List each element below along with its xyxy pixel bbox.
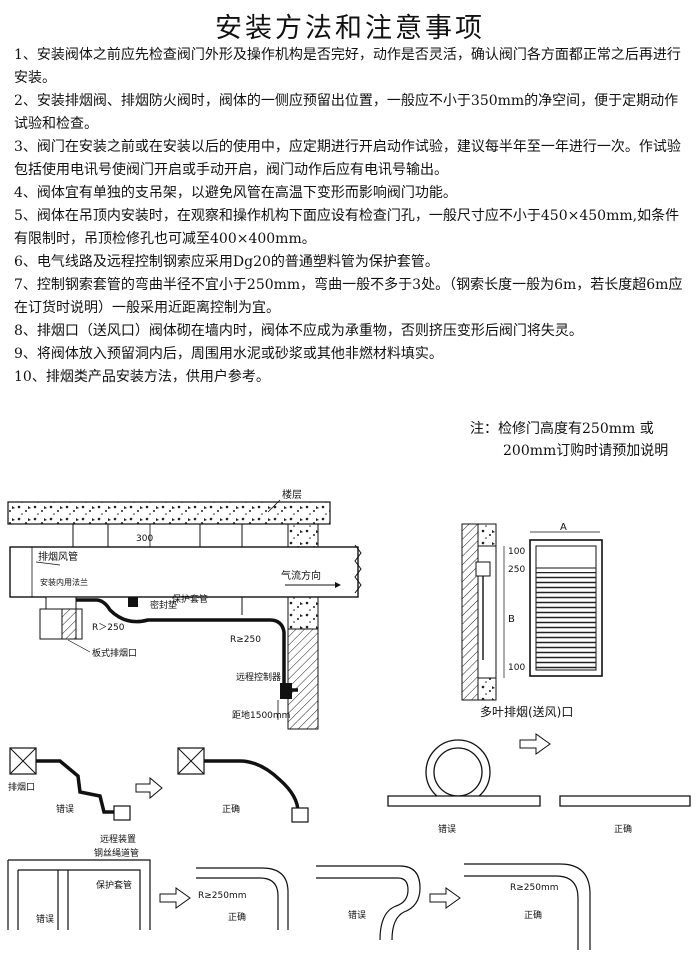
instruction-list: 1、安装阀体之前应先检查阀门外形及操作机构是否完好，动作是否灵活，确认阀门各方面… bbox=[14, 44, 686, 389]
access-door bbox=[535, 545, 597, 569]
note: 注：检修门高度有250mm 或 200mm订购时请预加说明 bbox=[470, 418, 690, 462]
example-row-2: 钢丝绳道管 保护套管 错误 R≥250mm 正确 错误 R≥250mm 正确 bbox=[7, 847, 591, 950]
seal-pad bbox=[128, 597, 138, 607]
seal-pad-label: 密封垫 bbox=[150, 599, 177, 611]
flange bbox=[45, 596, 77, 610]
radius-label-3: R≥250mm bbox=[198, 891, 247, 901]
dim-b: B bbox=[508, 614, 515, 625]
note-line: 注：检修门高度有250mm 或 bbox=[470, 421, 654, 437]
sleeve-right bbox=[204, 759, 300, 813]
outlet-hatch bbox=[61, 608, 77, 640]
distance-label: 距地1500mm bbox=[232, 709, 290, 721]
pipe-right-3 bbox=[196, 867, 289, 930]
louver-wall-bottom bbox=[477, 677, 497, 701]
pipe-right-4 bbox=[464, 863, 591, 950]
wrong-label-1: 错误 bbox=[56, 803, 74, 815]
wall-column-top bbox=[287, 523, 319, 548]
floor-label: 楼层 bbox=[282, 488, 302, 501]
flange-label: 安装内用法兰 bbox=[40, 577, 88, 587]
remote-outlet-label: 排烟口 bbox=[8, 781, 35, 793]
list-item: 1、安装阀体之前应先检查阀门外形及操作机构是否完好，动作是否灵活，确认阀门各方面… bbox=[14, 47, 681, 86]
right-label-3: 正确 bbox=[228, 911, 246, 923]
dim-100-bottom: 100 bbox=[508, 663, 525, 673]
list-item: 7、控制钢索套管的弯曲半径不宜小于250mm，弯曲一般不多于3处。（钢索长度一般… bbox=[14, 277, 683, 316]
actuator bbox=[475, 561, 491, 577]
example-row-1: 排烟口 错误 远程装置 正确 错误 正确 bbox=[8, 733, 691, 845]
remote-device-wrong bbox=[113, 805, 131, 821]
sleeve-wrong bbox=[36, 759, 116, 814]
outlet-label: 板式排烟口 bbox=[92, 647, 137, 659]
louver-slats bbox=[536, 572, 596, 670]
remote-device-label: 远程装置 bbox=[100, 833, 136, 845]
list-item: 8、排烟口（送风口）阀体砌在墙内时，阀体不应成为承重物，否则挤压变形后阀门将失灵… bbox=[14, 323, 583, 339]
right-label-4: 正确 bbox=[524, 909, 542, 921]
dim-a: A bbox=[560, 522, 567, 533]
cable-sleeve bbox=[76, 598, 298, 692]
list-item: 3、阀门在安装之前或在安装以后的使用中，应定期进行开启动作试验，建议每半年至一年… bbox=[14, 139, 681, 178]
right-label-2: 正确 bbox=[614, 823, 632, 835]
louver-wall-top bbox=[477, 523, 497, 547]
cable-pipe-label: 钢丝绳道管 bbox=[94, 847, 139, 859]
dim-250: 250 bbox=[508, 565, 525, 575]
list-item: 5、阀体在吊顶内安装时，在观察和操作机构下面应设有检查门孔，一般尺寸应不小于45… bbox=[14, 208, 680, 247]
radius-left: R＞250 bbox=[92, 623, 125, 633]
floor-slab bbox=[7, 501, 331, 525]
list-item: 4、阀体宜有单独的支吊架，以避免风管在高温下变形而影响阀门功能。 bbox=[14, 185, 457, 201]
remote-device-right bbox=[291, 807, 309, 823]
list-item: 6、电气线路及远程控制钢索应采用Dg20的普通塑料管为保护套管。 bbox=[14, 254, 439, 270]
dimension-300: 300 bbox=[136, 534, 153, 544]
wall-hatched bbox=[287, 628, 319, 730]
duct-label: 排烟风管 bbox=[38, 550, 78, 563]
radius-label-4: R≥250mm bbox=[510, 883, 559, 893]
wrong-label-4: 错误 bbox=[348, 909, 366, 921]
wrong-label-3: 错误 bbox=[36, 913, 54, 925]
arrow-icon bbox=[159, 887, 191, 909]
list-item: 10、排烟类产品安装方法，供用户参考。 bbox=[14, 369, 270, 385]
louver-wall-left bbox=[461, 523, 479, 701]
straight-pipe-wrong bbox=[387, 795, 541, 807]
pipe-wrong-3 bbox=[8, 859, 151, 930]
page-title: 安装方法和注意事项 bbox=[215, 13, 485, 44]
loop-inner bbox=[433, 747, 483, 797]
straight-pipe-right bbox=[559, 795, 691, 807]
list-item: 2、安装排烟阀、排烟防火阀时，阀体的一侧应预留出位置，一般应不小于350mm的净… bbox=[14, 93, 679, 132]
pipe-wrong-4 bbox=[316, 865, 421, 941]
wall-column bbox=[287, 596, 319, 630]
loop-outer bbox=[425, 739, 491, 805]
arrow-icon bbox=[135, 776, 163, 800]
note-line: 200mm订购时请预加说明 bbox=[503, 443, 669, 459]
remote-controller bbox=[280, 683, 292, 699]
right-label-1: 正确 bbox=[222, 803, 240, 815]
controller-label: 远程控制器 bbox=[236, 671, 281, 683]
sleeve-label: 保护套管 bbox=[172, 593, 208, 605]
radius-right: R≥250 bbox=[230, 635, 261, 645]
louver-diagram: 100 250 B 100 A 多叶排烟(送风)口 bbox=[461, 522, 603, 719]
arrow-icon bbox=[519, 733, 551, 755]
duct-installation-diagram: 楼层 300 排烟风管 气流方向 安装内用法兰 板式排烟口 密封垫 bbox=[7, 488, 362, 730]
dim-100-top: 100 bbox=[508, 547, 525, 557]
sleeve-label-3: 保护套管 bbox=[96, 879, 132, 891]
wrong-label-2: 错误 bbox=[438, 823, 456, 835]
arrow-icon bbox=[429, 887, 461, 909]
airflow-label: 气流方向 bbox=[281, 569, 321, 582]
smoke-duct bbox=[9, 546, 359, 598]
list-item: 9、将阀体放入预留洞内后，周围用水泥或砂浆或其他非燃材料填实。 bbox=[14, 346, 443, 362]
louver-caption: 多叶排烟(送风)口 bbox=[480, 704, 573, 719]
